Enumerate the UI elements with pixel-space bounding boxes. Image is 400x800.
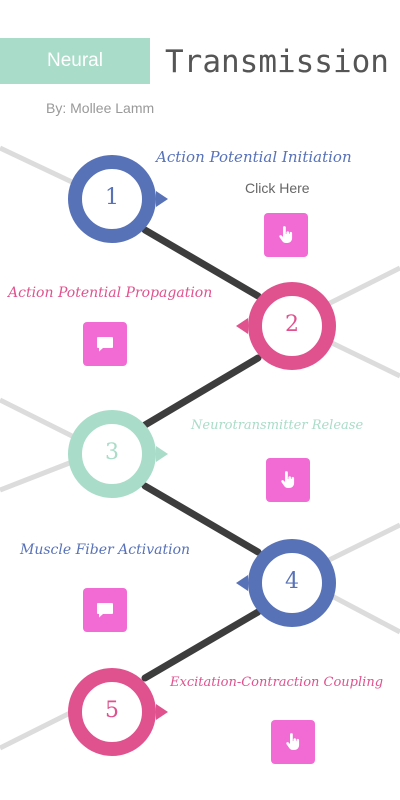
- step-circle-1[interactable]: [68, 155, 168, 243]
- step-circle-5[interactable]: [68, 668, 168, 756]
- step-number-2: 2: [285, 312, 299, 337]
- step-4-button[interactable]: [83, 588, 127, 632]
- author-byline: By: Mollee Lamm: [46, 100, 155, 116]
- step-5-button[interactable]: [271, 720, 315, 764]
- step-label-2: Action Potential Propagation: [8, 285, 213, 301]
- step-circle-2[interactable]: [236, 282, 336, 370]
- step-circle-3[interactable]: [68, 410, 168, 498]
- step-number-4: 4: [285, 569, 299, 594]
- step-2-button[interactable]: [83, 322, 127, 366]
- step-circle-4[interactable]: [236, 539, 336, 627]
- step-number-5: 5: [105, 698, 119, 723]
- connector-lines: [141, 226, 262, 682]
- chat-bubble-icon: [97, 603, 113, 618]
- step-label-3: Neurotransmitter Release: [191, 418, 364, 433]
- click-here-hint: Click Here: [245, 180, 310, 196]
- background-lines: [0, 145, 400, 751]
- step-number-1: 1: [105, 185, 119, 210]
- step-1-button[interactable]: [264, 213, 308, 257]
- banner-label: Neural: [47, 50, 103, 71]
- step-label-1: Action Potential Initiation: [156, 148, 352, 166]
- step-number-3: 3: [105, 440, 119, 465]
- hand-pointer-icon: [286, 733, 300, 750]
- chat-bubble-icon: [97, 337, 113, 352]
- step-3-button[interactable]: [266, 458, 310, 502]
- step-label-5: Excitation-Contraction Coupling: [170, 675, 384, 690]
- hand-pointer-icon: [279, 226, 293, 243]
- hand-pointer-icon: [281, 471, 295, 488]
- step-label-4: Muscle Fiber Activation: [20, 542, 191, 558]
- header-banner: Neural: [0, 38, 150, 84]
- page-title: Transmission: [165, 44, 389, 80]
